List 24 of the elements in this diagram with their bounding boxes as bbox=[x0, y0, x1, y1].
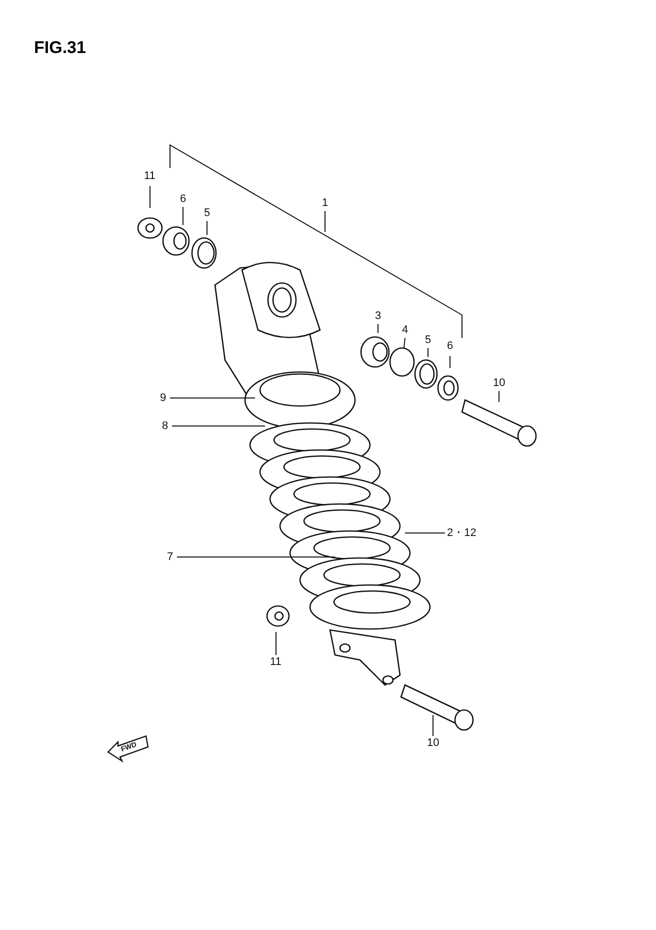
callout-number: 8 bbox=[162, 420, 168, 433]
leader-line bbox=[404, 532, 446, 534]
callout-number: 6 bbox=[447, 340, 454, 353]
callout-number: 5 bbox=[425, 334, 432, 347]
callout-number: 1 bbox=[322, 197, 328, 210]
callout-number: 2・12 bbox=[447, 527, 476, 540]
callout-number: 11 bbox=[144, 170, 156, 183]
leader-line bbox=[182, 206, 184, 226]
leader-line bbox=[176, 556, 336, 558]
callout-number: 5 bbox=[204, 207, 210, 220]
callout-number: 10 bbox=[427, 737, 440, 750]
callout-number: 10 bbox=[493, 377, 506, 390]
leader-line bbox=[324, 210, 326, 232]
callout-number: 7 bbox=[167, 551, 174, 564]
figure-title: FIG.31 bbox=[34, 38, 86, 58]
leader-line bbox=[206, 220, 208, 236]
callout-number: 11 bbox=[270, 656, 282, 669]
leader-line bbox=[432, 714, 434, 736]
callout-number: 4 bbox=[402, 324, 408, 337]
callout-number: 6 bbox=[180, 193, 186, 206]
leader-line bbox=[498, 390, 500, 402]
callout-number: 3 bbox=[375, 310, 382, 323]
callout-number: 9 bbox=[160, 392, 166, 405]
leader-line bbox=[404, 338, 406, 348]
